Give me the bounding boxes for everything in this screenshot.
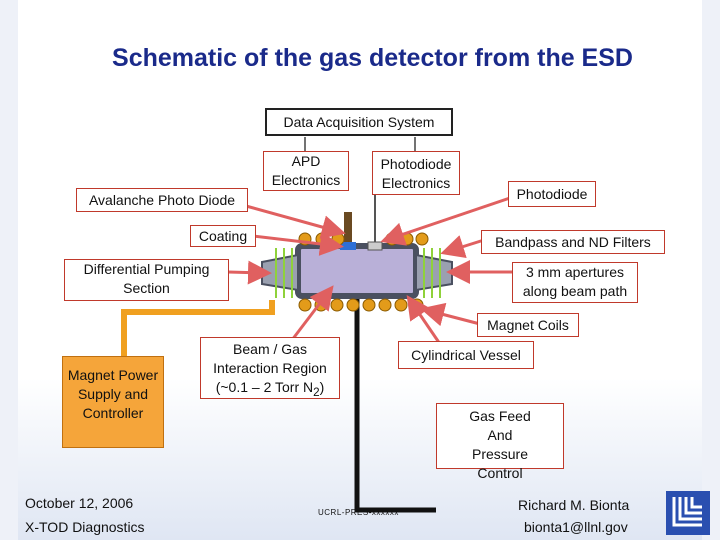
footer-date: October 12, 2006 xyxy=(25,495,134,511)
pressure-text: (~0.1 – 2 Torr N xyxy=(215,379,314,395)
photodiode-port xyxy=(367,241,383,251)
photodiode-box: Photodiode xyxy=(508,181,596,207)
pressure-close: ) xyxy=(319,379,325,395)
beam-gas-label: Beam / Gas Interaction Region xyxy=(213,341,327,376)
daq-box: Data Acquisition System xyxy=(265,108,453,136)
right-margin xyxy=(702,0,720,540)
right-beam-tube xyxy=(415,253,453,292)
filters-box: Bandpass and ND Filters xyxy=(481,230,665,254)
apd-arrow xyxy=(245,204,346,239)
aperture-lines xyxy=(275,248,441,298)
gas-feed-line xyxy=(354,298,436,513)
left-margin xyxy=(0,0,18,540)
magnet-power-box: Magnet Power Supply and Controller xyxy=(62,356,164,448)
differential-pumping-arrow xyxy=(227,260,272,285)
footer-email: bionta1@llnl.gov xyxy=(524,519,628,535)
apd-cable xyxy=(344,212,352,244)
llnl-logo-icon xyxy=(666,491,710,535)
beam-gas-box: Beam / Gas Interaction Region (~0.1 – 2 … xyxy=(200,337,340,399)
magnet-power-line xyxy=(121,300,275,356)
apd-port xyxy=(340,242,356,250)
gas-feed-box: Gas Feed And Pressure Control xyxy=(436,403,564,481)
footer-project: X-TOD Diagnostics xyxy=(25,519,145,535)
magnet-coils-box: Magnet Coils xyxy=(477,313,579,337)
magnet-coils-arrow xyxy=(420,302,481,327)
interaction-region-arrow xyxy=(290,285,334,341)
footer-doc-id: UCRL-PRES-xxxxxx xyxy=(318,508,399,517)
apertures-box: 3 mm apertures along beam path xyxy=(512,262,638,303)
filters-arrow xyxy=(440,235,485,259)
photodiode-electronics-box: Photodiode Electronics xyxy=(372,151,460,195)
footer-author: Richard M. Bionta xyxy=(518,497,630,513)
pressure-subscript: 2 xyxy=(313,385,320,399)
coating-box: Coating xyxy=(190,225,256,247)
avalanche-photo-diode-box: Avalanche Photo Diode xyxy=(76,188,248,212)
coating-arrow xyxy=(252,231,344,256)
vessel-arrow xyxy=(406,295,442,345)
cylindrical-vessel-body xyxy=(295,243,419,299)
page-title: Schematic of the gas detector from the E… xyxy=(112,44,633,72)
apd-electronics-box: APD Electronics xyxy=(263,151,349,191)
pressure-label: (~0.1 – 2 Torr N2) xyxy=(215,379,325,399)
photodiode-arrow xyxy=(380,196,511,246)
cylindrical-vessel-box: Cylindrical Vessel xyxy=(398,341,534,369)
differential-pumping-box: Differential Pumping Section xyxy=(64,259,229,301)
